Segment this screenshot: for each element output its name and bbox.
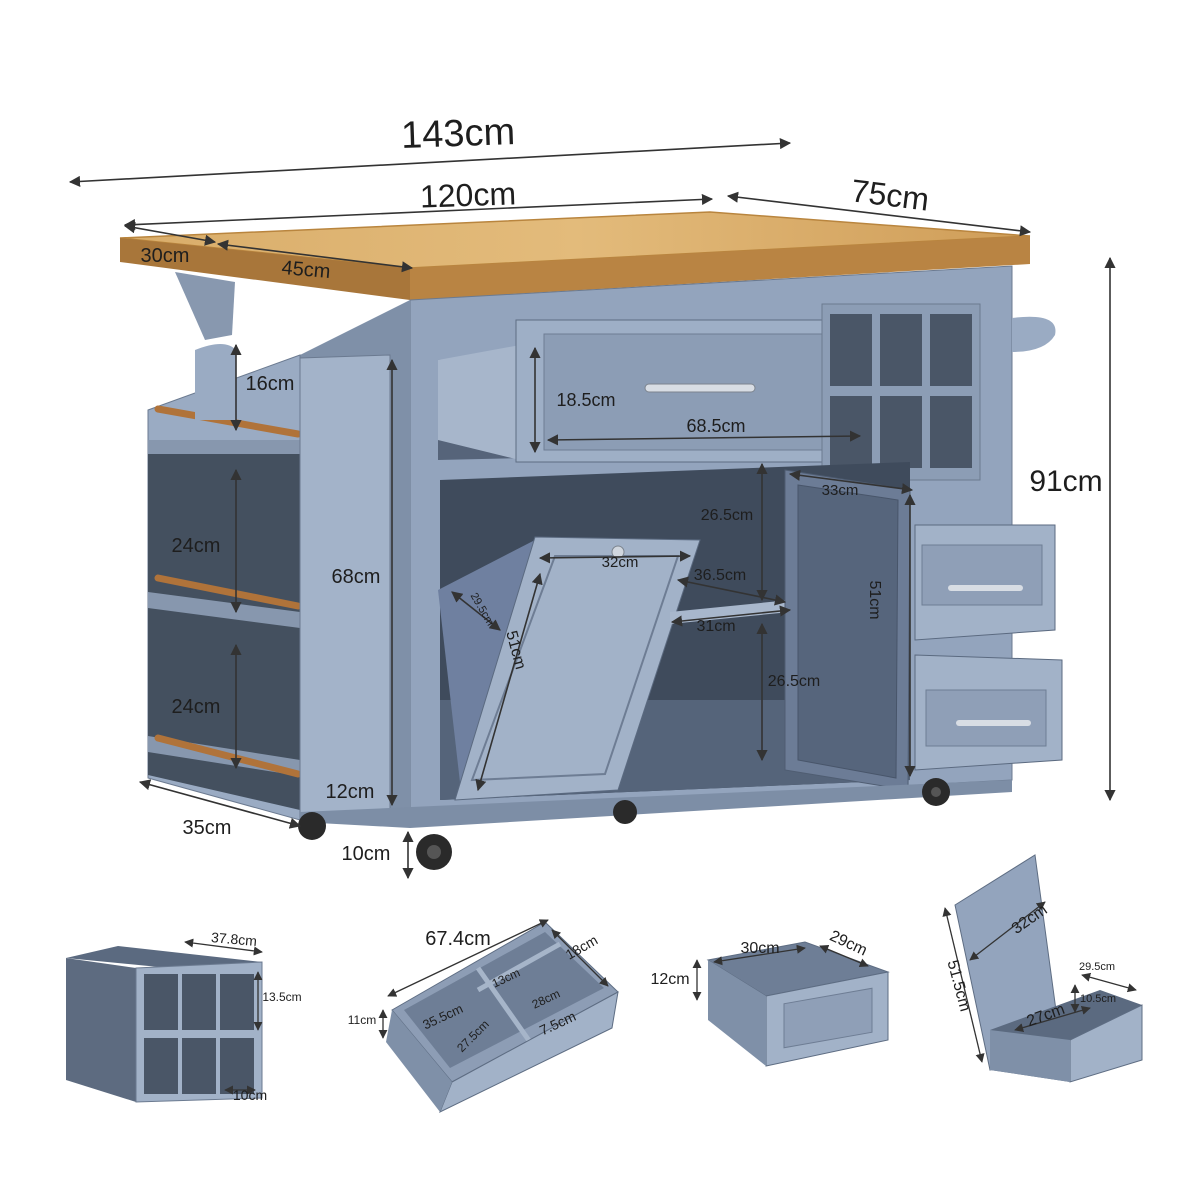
label-shelf-lower: 26.5cm bbox=[768, 673, 820, 690]
label-side-depth: 35cm bbox=[183, 817, 232, 839]
towel-bar-bracket bbox=[1012, 316, 1056, 352]
label-drawer-height11: 11cm bbox=[348, 1013, 376, 1027]
detail-trash-bin: 32cm 51.5cm 27cm 29.5cm 10.5cm bbox=[942, 854, 1143, 1083]
side-shelf-unit bbox=[147, 344, 391, 821]
countertop-edge bbox=[410, 236, 1030, 300]
label-side-shelf-low: 24cm bbox=[172, 696, 221, 718]
label-flap-width: 30cm bbox=[141, 245, 190, 267]
label-side-base: 12cm bbox=[326, 781, 375, 803]
detail-wine-rack: 37.8cm 13.5cm 10cm bbox=[66, 929, 302, 1103]
wine-rack bbox=[821, 303, 981, 481]
label-height: 91cm bbox=[1029, 465, 1102, 498]
label-rack-slot: 10cm bbox=[233, 1087, 267, 1103]
label-bin-side-height: 10.5cm bbox=[1080, 993, 1116, 1005]
label-shelf-depth: 36.5cm bbox=[694, 567, 746, 584]
island-main-view bbox=[119, 211, 1063, 870]
label-bin-top: 32cm bbox=[602, 554, 639, 571]
detail-small-drawer: 30cm 29cm 12cm bbox=[650, 928, 890, 1067]
label-overall-width: 143cm bbox=[400, 111, 515, 157]
label-small-drawer-height: 12cm bbox=[650, 971, 689, 988]
label-bin-side-detail: 29.5cm bbox=[1079, 961, 1115, 973]
caster-wheels bbox=[298, 778, 950, 870]
label-drawer-height: 18.5cm bbox=[556, 390, 615, 410]
label-drawer-width: 68.5cm bbox=[686, 416, 745, 436]
label-drawer-length: 67.4cm bbox=[425, 928, 491, 950]
dimension-lines bbox=[68, 137, 1116, 880]
label-side-shelf-mid: 24cm bbox=[172, 535, 221, 557]
label-depth: 75cm bbox=[849, 172, 931, 217]
label-rack-width: 37.8cm bbox=[211, 929, 258, 949]
label-door-width: 33cm bbox=[822, 482, 859, 499]
right-door[interactable] bbox=[784, 469, 911, 791]
label-side-panel-height: 68cm bbox=[332, 566, 381, 588]
dimension-labels: 143cm 120cm 75cm 30cm 45cm 91cm 16cm 24c… bbox=[141, 111, 1103, 865]
label-shelf-width: 31cm bbox=[696, 618, 735, 635]
label-shelf-upper: 26.5cm bbox=[701, 507, 753, 524]
label-small-drawer-width: 30cm bbox=[740, 940, 779, 957]
drawer-handle[interactable] bbox=[644, 383, 756, 393]
detail-large-drawer: 67.4cm 18cm 11cm 35.5cm 13cm 28cm 27.5cm… bbox=[348, 919, 619, 1114]
label-side-shelf-top: 16cm bbox=[246, 373, 295, 395]
label-rack-height: 13.5cm bbox=[262, 990, 301, 1004]
label-flap-side: 45cm bbox=[281, 257, 332, 283]
label-door-height: 51cm bbox=[866, 580, 883, 619]
label-top-width: 120cm bbox=[419, 175, 516, 214]
label-wheel-height: 10cm bbox=[342, 843, 391, 865]
flap-bracket bbox=[175, 272, 235, 340]
